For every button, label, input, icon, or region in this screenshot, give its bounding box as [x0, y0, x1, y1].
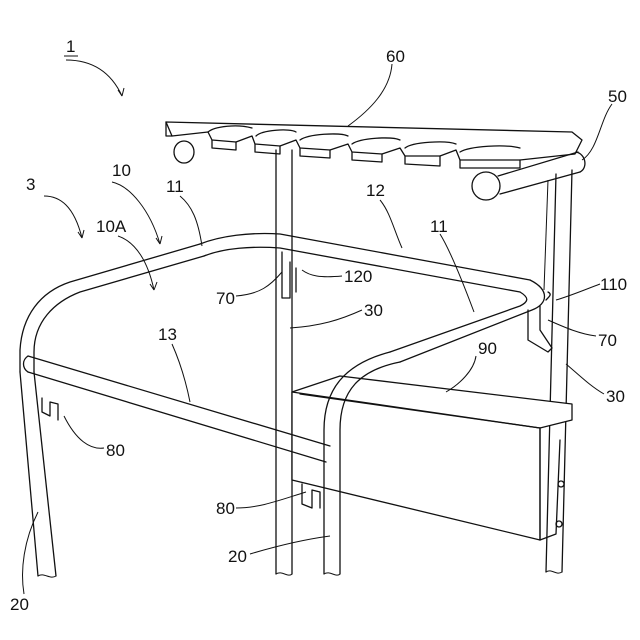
label-70-center: 70 [216, 289, 235, 308]
label-assembly-1: 1 [66, 37, 75, 56]
label-20-center: 20 [228, 547, 247, 566]
label-13: 13 [158, 325, 177, 344]
tray-90 [292, 376, 572, 540]
rack-60 [166, 122, 582, 168]
label-80-center: 80 [216, 499, 235, 518]
label-60: 60 [386, 47, 405, 66]
hooks-70 [282, 252, 552, 352]
label-10A: 10A [96, 217, 127, 236]
label-90: 90 [478, 339, 497, 358]
label-70-right: 70 [598, 331, 617, 350]
label-11-right: 11 [430, 217, 448, 236]
label-10: 10 [112, 161, 131, 180]
clips-80 [42, 398, 320, 508]
label-11-left: 11 [166, 177, 184, 196]
label-80-left: 80 [106, 441, 125, 460]
label-110: 110 [600, 275, 627, 294]
label-50: 50 [608, 87, 627, 106]
label-30-right: 30 [606, 387, 625, 406]
ground-marks [38, 571, 562, 577]
label-120: 120 [344, 267, 372, 286]
label-30-center: 30 [364, 301, 383, 320]
label-12: 12 [366, 181, 385, 200]
label-3: 3 [26, 175, 35, 194]
label-20-left: 20 [10, 595, 29, 614]
